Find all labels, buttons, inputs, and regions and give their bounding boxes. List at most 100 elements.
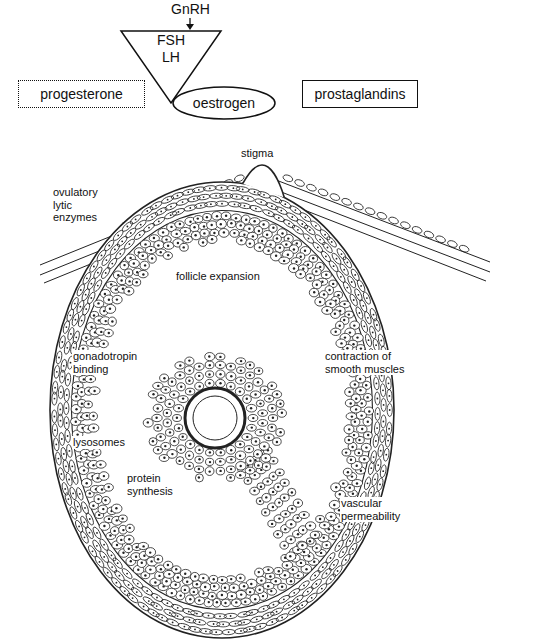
cell-nucleus bbox=[101, 255, 103, 257]
hormone-label: GnRH bbox=[170, 1, 211, 18]
cell-nucleus bbox=[249, 469, 251, 471]
cell-nucleus bbox=[295, 209, 297, 211]
cell-nucleus bbox=[198, 599, 200, 601]
cell-nucleus bbox=[276, 441, 278, 443]
cell-nucleus bbox=[374, 478, 376, 480]
cell-nucleus bbox=[326, 573, 328, 575]
cell-nucleus bbox=[300, 562, 302, 564]
cell-nucleus bbox=[380, 450, 382, 452]
cell-nucleus bbox=[183, 246, 185, 248]
granulosa-cell bbox=[148, 391, 158, 398]
cell-nucleus bbox=[127, 226, 129, 228]
cell-nucleus bbox=[75, 408, 77, 410]
cell-nucleus bbox=[167, 602, 169, 604]
granulosa-cell bbox=[216, 467, 224, 475]
cell-nucleus bbox=[184, 626, 186, 628]
cell-nucleus bbox=[156, 605, 158, 607]
cell-nucleus bbox=[100, 331, 102, 333]
granulosa-cell bbox=[216, 353, 225, 360]
granulosa-cell bbox=[140, 261, 149, 270]
cell-nucleus bbox=[309, 277, 311, 279]
cell-nucleus bbox=[240, 369, 242, 371]
granulosa-cell bbox=[312, 268, 321, 276]
cell-nucleus bbox=[215, 631, 217, 633]
granulosa-cell bbox=[221, 599, 230, 607]
granulosa-cell bbox=[206, 458, 214, 465]
cell-nucleus bbox=[202, 241, 204, 243]
cell-nucleus bbox=[225, 215, 227, 217]
cell-nucleus bbox=[157, 244, 159, 246]
cell-nucleus bbox=[111, 263, 113, 265]
granulosa-cell bbox=[306, 538, 314, 545]
theca-cell bbox=[303, 224, 316, 236]
theca-cell bbox=[275, 612, 289, 623]
cell-nucleus bbox=[86, 415, 88, 417]
granulosa-cell bbox=[94, 495, 102, 504]
theca-cell bbox=[69, 486, 78, 500]
cell-nucleus bbox=[121, 517, 123, 519]
granulosa-cell bbox=[322, 306, 333, 314]
cell-nucleus bbox=[108, 518, 110, 520]
cell-nucleus bbox=[128, 584, 130, 586]
cell-nucleus bbox=[54, 387, 56, 389]
cell-nucleus bbox=[311, 597, 313, 599]
cell-nucleus bbox=[103, 544, 105, 546]
cell-nucleus bbox=[141, 562, 143, 564]
cell-nucleus bbox=[108, 299, 110, 301]
cell-nucleus bbox=[213, 623, 215, 625]
cell-nucleus bbox=[59, 409, 61, 411]
cell-nucleus bbox=[383, 421, 385, 423]
cell-nucleus bbox=[161, 617, 163, 619]
cell-nucleus bbox=[358, 452, 360, 454]
theca-cell bbox=[72, 330, 81, 344]
granulosa-cell bbox=[216, 379, 226, 387]
granulosa-cell bbox=[191, 231, 201, 240]
cell-nucleus bbox=[87, 403, 89, 405]
cell-nucleus bbox=[188, 359, 190, 361]
cell-nucleus bbox=[73, 512, 75, 514]
theca-cell bbox=[310, 578, 323, 591]
cell-nucleus bbox=[230, 615, 232, 617]
granulosa-cell bbox=[246, 456, 255, 465]
granulosa-cell bbox=[250, 594, 260, 603]
cell-nucleus bbox=[203, 196, 205, 198]
cell-nucleus bbox=[130, 232, 132, 234]
cell-nucleus bbox=[198, 449, 200, 451]
cell-nucleus bbox=[176, 417, 178, 419]
cell-nucleus bbox=[148, 600, 150, 602]
cell-nucleus bbox=[90, 326, 92, 328]
cell-nucleus bbox=[151, 216, 153, 218]
theca-cell bbox=[364, 333, 372, 347]
cell-nucleus bbox=[319, 239, 321, 241]
cell-nucleus bbox=[233, 187, 235, 189]
theca-cell bbox=[351, 523, 362, 537]
cell-nucleus bbox=[249, 374, 251, 376]
cell-nucleus bbox=[152, 393, 154, 395]
cell-nucleus bbox=[345, 451, 347, 453]
cell-nucleus bbox=[313, 561, 315, 563]
theca-cell bbox=[257, 190, 271, 199]
cell-nucleus bbox=[340, 342, 342, 344]
theca-cell bbox=[71, 471, 79, 485]
cell-nucleus bbox=[288, 223, 290, 225]
granulosa-cell bbox=[119, 515, 128, 522]
theca-cell bbox=[386, 389, 392, 402]
cell-nucleus bbox=[287, 237, 289, 239]
granulosa-cell bbox=[185, 357, 194, 365]
cell-nucleus bbox=[96, 342, 98, 344]
cell-nucleus bbox=[189, 221, 191, 223]
granulosa-cell bbox=[272, 391, 281, 398]
cell-nucleus bbox=[240, 630, 242, 632]
cell-nucleus bbox=[119, 253, 121, 255]
cell-nucleus bbox=[219, 382, 221, 384]
cell-nucleus bbox=[162, 231, 164, 233]
granulosa-cell bbox=[239, 583, 248, 591]
cell-nucleus bbox=[124, 590, 126, 592]
cell-nucleus bbox=[156, 597, 158, 599]
cell-nucleus bbox=[209, 470, 211, 472]
cell-nucleus bbox=[240, 360, 242, 362]
cell-nucleus bbox=[184, 573, 186, 575]
cell-nucleus bbox=[334, 313, 336, 315]
cell-nucleus bbox=[80, 289, 82, 291]
cell-nucleus bbox=[155, 417, 157, 419]
